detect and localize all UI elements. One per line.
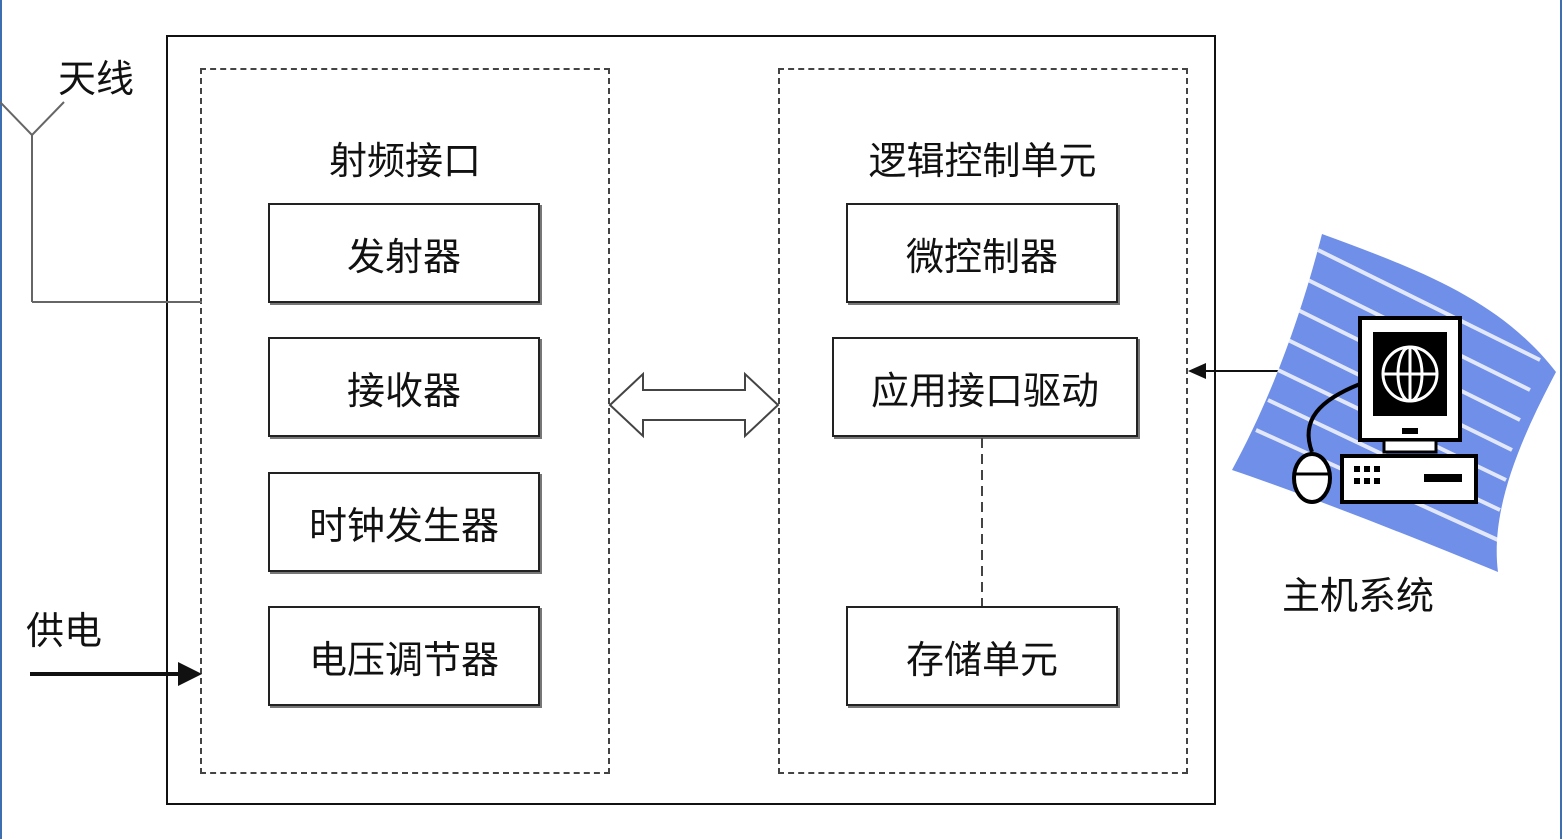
antenna-icon	[0, 101, 202, 303]
computer-icon	[1232, 234, 1556, 572]
device-boundary	[166, 35, 1216, 805]
app-interface-driver-block: 应用接口驱动	[832, 337, 1138, 437]
microcontroller-block: 微控制器	[846, 203, 1118, 303]
logic-control-group	[778, 68, 1188, 774]
storage-unit-block: 存储单元	[846, 606, 1118, 706]
host-system-label: 主机系统	[1282, 574, 1435, 618]
voltage-regulator-block: 电压调节器	[268, 606, 540, 706]
double-arrow-icon	[608, 371, 780, 439]
rf-interface-title: 射频接口	[328, 139, 481, 183]
power-supply-label: 供电	[26, 609, 103, 653]
logic-control-title: 逻辑控制单元	[868, 139, 1097, 183]
antenna-label: 天线	[58, 57, 135, 101]
rf-interface-group	[200, 68, 610, 774]
page-edge-right	[1560, 0, 1562, 839]
page-edge-left	[0, 0, 2, 839]
clock-generator-block: 时钟发生器	[268, 472, 540, 572]
transmitter-block: 发射器	[268, 203, 540, 303]
power-arrow	[30, 662, 202, 686]
receiver-block: 接收器	[268, 337, 540, 437]
